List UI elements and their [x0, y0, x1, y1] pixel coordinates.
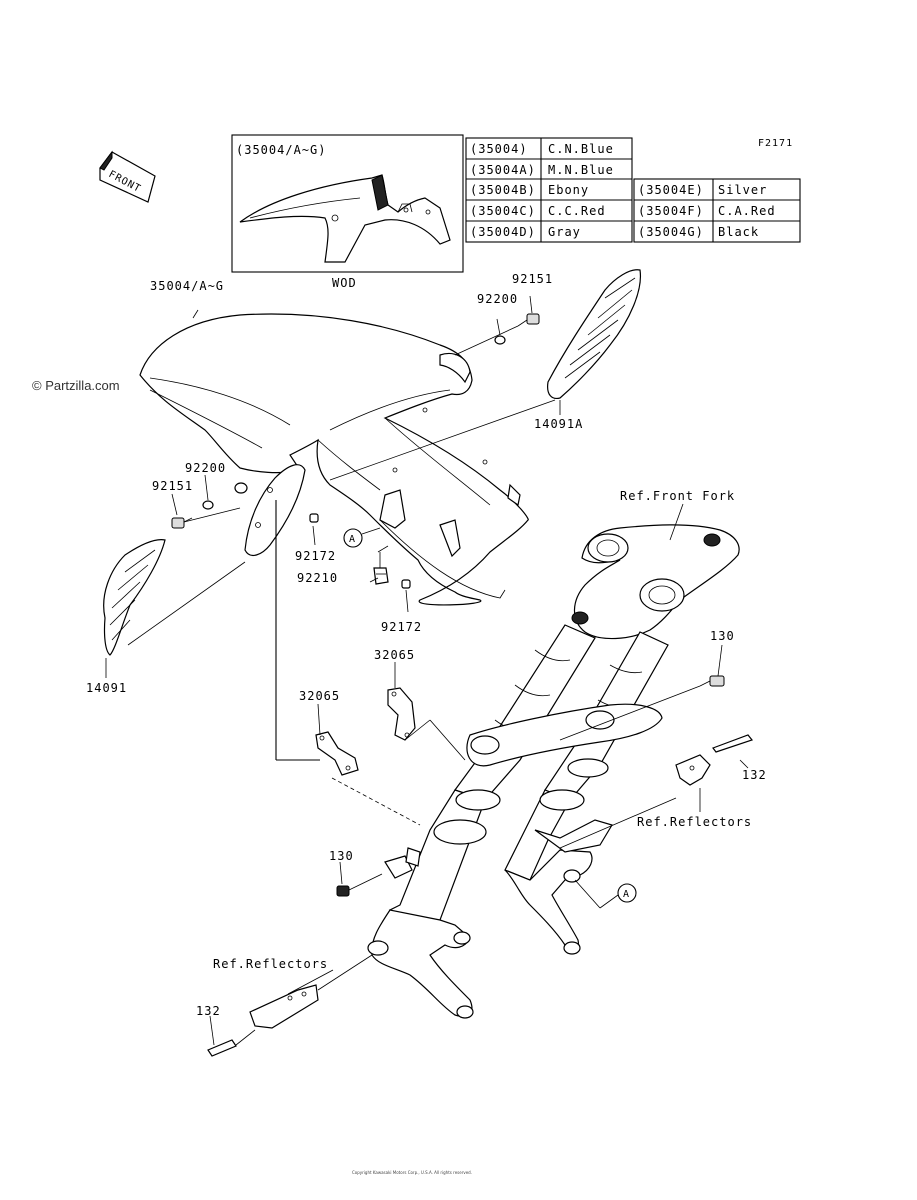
washer-92200-top — [494, 335, 506, 345]
washer-left-2 — [202, 500, 214, 510]
inset-caption: WOD — [332, 276, 357, 290]
bracket-32065-lower — [315, 731, 359, 776]
clamp-92210 — [373, 567, 389, 585]
label-ref-reflectors-left: Ref.Reflectors — [213, 957, 328, 971]
table-cell-color: Silver — [718, 183, 767, 197]
inset-box: (35004/A~G) WOD — [231, 134, 464, 290]
bolt-92151-top — [517, 313, 540, 327]
table-cell-part: (35004) — [470, 142, 528, 156]
label-bolt-132-left: 132 — [196, 1004, 221, 1018]
table-cell-color: C.C.Red — [548, 204, 606, 218]
table-cell-color: M.N.Blue — [548, 163, 614, 177]
label-screw-92172-center: 92172 — [381, 620, 422, 634]
label-screw-92172-left: 92172 — [295, 549, 336, 563]
front-arrow-icon: FRONT — [99, 150, 156, 203]
bolt-132-left — [207, 1039, 237, 1057]
marker-a-label: A — [623, 889, 630, 900]
label-bolt-130-bottom: 130 — [329, 849, 354, 863]
label-bracket-32065-lower: 32065 — [299, 689, 340, 703]
table-cell-color: C.N.Blue — [548, 142, 614, 156]
screw-92172-left — [309, 513, 319, 523]
bolt-132-right — [712, 734, 754, 753]
leader-lines-fork — [209, 503, 749, 1046]
table-cell-part: (35004C) — [470, 204, 536, 218]
fender-inner-bracket — [244, 464, 306, 557]
bolt-130-top — [699, 675, 725, 687]
table-cell-color: Gray — [548, 225, 581, 239]
screw-92172-center — [401, 579, 411, 589]
label-ref-front-fork: Ref.Front Fork — [620, 489, 735, 503]
table-cell-color: Black — [718, 225, 759, 239]
table-cell-part: (35004F) — [638, 204, 704, 218]
cover-14091a — [547, 269, 642, 400]
leader-lines-fender — [105, 295, 561, 761]
table-cell-part: (35004G) — [638, 225, 704, 239]
figure-code: F2171 — [758, 138, 793, 149]
color-table: (35004) C.N.Blue (35004A) M.N.Blue (3500… — [465, 137, 801, 243]
table-cell-color: Ebony — [548, 183, 589, 197]
bolt-92151-left — [171, 517, 193, 529]
label-ref-reflectors-right: Ref.Reflectors — [637, 815, 752, 829]
watermark: © Partzilla.com — [32, 378, 120, 393]
label-clamp-92210: 92210 — [297, 571, 338, 585]
reflector-bracket-right — [675, 754, 711, 786]
table-cell-color: C.A.Red — [718, 204, 776, 218]
footer-copyright: Copyright Kawasaki Motors Corp., U.S.A. … — [352, 1170, 472, 1175]
cover-14091 — [103, 539, 166, 656]
label-bolt-130-top: 130 — [710, 629, 735, 643]
table-cell-part: (35004B) — [470, 183, 536, 197]
label-fender: 35004/A~G — [150, 279, 224, 293]
washer-92200-left — [234, 482, 248, 494]
marker-a-top: A — [343, 527, 381, 548]
front-fender — [139, 313, 529, 606]
bracket-32065-upper — [387, 687, 416, 741]
label-cover-14091a: 14091A — [534, 417, 583, 431]
marker-a-bottom: A — [617, 883, 637, 903]
table-cell-part: (35004A) — [470, 163, 536, 177]
inset-fender-illustration — [239, 174, 451, 263]
label-bolt-132-right: 132 — [742, 768, 767, 782]
table-cell-part: (35004E) — [638, 183, 704, 197]
label-bolt-92151-left: 92151 — [152, 479, 193, 493]
marker-a-label: A — [349, 534, 356, 545]
inset-title: (35004/A~G) — [236, 143, 326, 157]
label-bolt-92151-top: 92151 — [512, 272, 553, 286]
label-bracket-32065-upper: 32065 — [374, 648, 415, 662]
label-washer-92200-top: 92200 — [477, 292, 518, 306]
label-washer-92200-left: 92200 — [185, 461, 226, 475]
bolt-130-bottom — [336, 873, 383, 897]
table-cell-part: (35004D) — [470, 225, 536, 239]
label-cover-14091: 14091 — [86, 681, 127, 695]
reflector-bracket-left — [249, 984, 319, 1029]
